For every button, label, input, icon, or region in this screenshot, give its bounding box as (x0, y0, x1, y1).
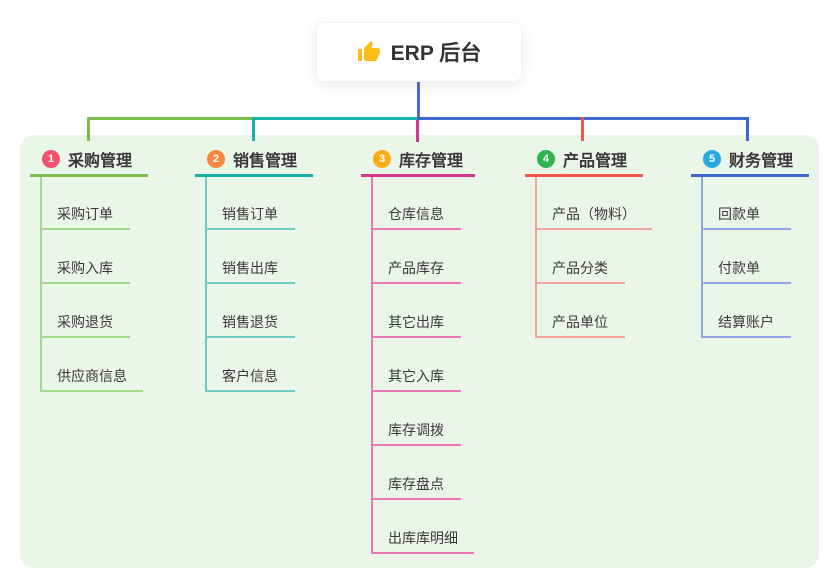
branch-number-badge: 3 (373, 149, 391, 168)
branch-node[interactable]: 5 财务管理 (691, 143, 809, 177)
branch-children-group: 产品（物料） 产品分类 产品单位 (535, 177, 652, 338)
branch-title: 销售管理 (233, 152, 298, 170)
tree-leaf-node[interactable]: 库存调拨 (373, 392, 461, 446)
tree-leaf-label: 产品单位 (552, 314, 608, 330)
connector-drop-product (581, 117, 584, 141)
tree-leaf-label: 采购退货 (57, 314, 113, 330)
branch-column: 4 产品管理 产品（物料） 产品分类 产品单位 (525, 143, 652, 338)
branch-title: 库存管理 (399, 152, 464, 170)
branch-title: 财务管理 (729, 152, 794, 170)
tree-leaf-node[interactable]: 销售订单 (207, 177, 295, 230)
tree-leaf-node[interactable]: 回款单 (703, 177, 791, 230)
branch-number-badge: 1 (42, 149, 60, 168)
tree-leaf-node[interactable]: 出库库明细 (373, 500, 474, 554)
tree-leaf-label: 结算账户 (718, 314, 774, 330)
branch-number-badge: 2 (207, 149, 225, 168)
tree-leaf-label: 仓库信息 (388, 206, 444, 222)
connector-drop-sales (252, 117, 255, 141)
branch-column: 5 财务管理 回款单 付款单 结算账户 (691, 143, 809, 338)
connector-root-vertical (417, 82, 420, 119)
tree-leaf-node[interactable]: 采购入库 (42, 230, 130, 284)
tree-leaf-label: 销售退货 (222, 314, 278, 330)
branch-column: 1 采购管理 采购订单 采购入库 采购退货 供应商信息 (30, 143, 148, 392)
tree-leaf-label: 供应商信息 (57, 368, 127, 384)
tree-leaf-node[interactable]: 采购退货 (42, 284, 130, 338)
branch-node[interactable]: 1 采购管理 (30, 143, 148, 177)
tree-leaf-label: 采购订单 (57, 206, 113, 222)
branch-column: 2 销售管理 销售订单 销售出库 销售退货 客户信息 (195, 143, 313, 392)
branch-node[interactable]: 2 销售管理 (195, 143, 313, 177)
branch-node[interactable]: 4 产品管理 (525, 143, 643, 177)
tree-leaf-node[interactable]: 结算账户 (703, 284, 791, 338)
branch-title: 采购管理 (68, 152, 133, 170)
tree-leaf-label: 客户信息 (222, 368, 278, 384)
tree-leaf-label: 采购入库 (57, 260, 113, 276)
tree-leaf-label: 回款单 (718, 206, 760, 222)
tree-leaf-node[interactable]: 产品分类 (537, 230, 625, 284)
tree-leaf-node[interactable]: 其它出库 (373, 284, 461, 338)
root-node[interactable]: ERP 后台 (316, 22, 522, 82)
branch-children-group: 回款单 付款单 结算账户 (701, 177, 791, 338)
tree-leaf-label: 库存盘点 (388, 476, 444, 492)
branch-number-badge: 5 (703, 149, 721, 168)
tree-leaf-node[interactable]: 付款单 (703, 230, 791, 284)
branch-title: 产品管理 (563, 152, 628, 170)
branch-children-group: 仓库信息 产品库存 其它出库 其它入库 库存调拨 库存盘点 出库库明细 (371, 177, 474, 554)
tree-leaf-node[interactable]: 采购订单 (42, 177, 130, 230)
tree-leaf-label: 其它出库 (388, 314, 444, 330)
branch-number-badge: 4 (537, 149, 555, 168)
tree-leaf-label: 付款单 (718, 260, 760, 276)
connector-drop-finance (746, 117, 749, 141)
tree-leaf-node[interactable]: 产品（物料） (537, 177, 652, 230)
tree-leaf-node[interactable]: 仓库信息 (373, 177, 461, 230)
thumbs-up-icon (357, 40, 381, 64)
tree-leaf-node[interactable]: 客户信息 (207, 338, 295, 392)
tree-leaf-label: 销售出库 (222, 260, 278, 276)
tree-leaf-node[interactable]: 供应商信息 (42, 338, 143, 392)
branch-node[interactable]: 3 库存管理 (361, 143, 475, 177)
branch-column: 3 库存管理 仓库信息 产品库存 其它出库 其它入库 库存调拨 库存盘点 出库库… (361, 143, 475, 554)
tree-leaf-node[interactable]: 其它入库 (373, 338, 461, 392)
tree-leaf-node[interactable]: 销售出库 (207, 230, 295, 284)
branch-children-group: 采购订单 采购入库 采购退货 供应商信息 (40, 177, 143, 392)
tree-leaf-label: 出库库明细 (388, 530, 458, 546)
tree-leaf-node[interactable]: 销售退货 (207, 284, 295, 338)
tree-leaf-node[interactable]: 产品库存 (373, 230, 461, 284)
branches-panel (20, 135, 819, 568)
connector-bus-left-green (87, 117, 254, 120)
tree-leaf-label: 其它入库 (388, 368, 444, 384)
tree-leaf-label: 库存调拨 (388, 422, 444, 438)
tree-leaf-label: 销售订单 (222, 206, 278, 222)
connector-drop-purchase (87, 117, 90, 141)
root-title: ERP 后台 (390, 42, 482, 65)
tree-leaf-node[interactable]: 产品单位 (537, 284, 625, 338)
tree-leaf-label: 产品分类 (552, 260, 608, 276)
branch-children-group: 销售订单 销售出库 销售退货 客户信息 (205, 177, 295, 392)
tree-leaf-node[interactable]: 库存盘点 (373, 446, 461, 500)
tree-leaf-label: 产品（物料） (552, 206, 636, 222)
connector-drop-inventory (416, 120, 419, 142)
tree-leaf-label: 产品库存 (388, 260, 444, 276)
connector-bus-left-teal (254, 117, 417, 120)
